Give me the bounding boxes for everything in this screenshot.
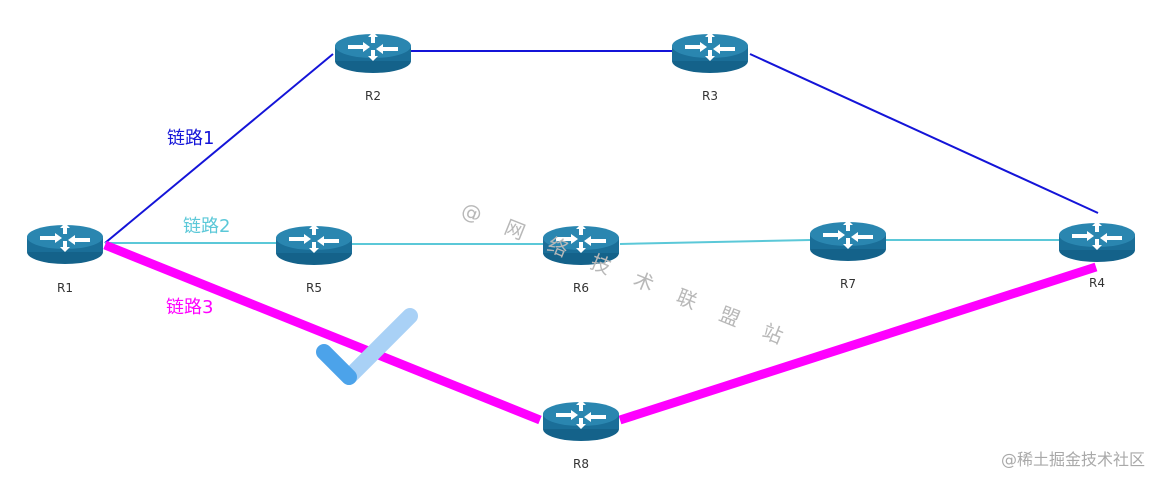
router-r3[interactable]	[672, 32, 748, 73]
router-r8[interactable]	[543, 400, 619, 441]
router-r2[interactable]	[335, 32, 411, 73]
router-label-r8: R8	[573, 457, 589, 471]
corner-watermark: @稀土掘金技术社区	[1000, 450, 1145, 469]
link1-label: 链路1	[167, 128, 214, 149]
router-label-r3: R3	[702, 89, 718, 103]
router-label-r2: R2	[365, 89, 381, 103]
link3-path	[103, 240, 1098, 425]
router-label-r1: R1	[57, 281, 73, 295]
link2-label: 链路2	[183, 216, 230, 237]
router-label-r7: R7	[840, 277, 856, 291]
router-r1[interactable]	[27, 223, 103, 264]
watermark-text: @ 网 络 技 术 联 盟 站	[458, 197, 796, 352]
router-label-r5: R5	[306, 281, 322, 295]
checkmark-icon	[316, 308, 418, 385]
router-r5[interactable]	[276, 224, 352, 265]
router-label-r4: R4	[1089, 276, 1105, 290]
router-r4[interactable]	[1059, 221, 1135, 262]
link3-label: 链路3	[166, 297, 213, 318]
link1-path	[104, 50, 1099, 244]
router-label-r6: R6	[573, 281, 589, 295]
router-r7[interactable]	[810, 220, 886, 261]
link2-path	[105, 239, 1060, 245]
